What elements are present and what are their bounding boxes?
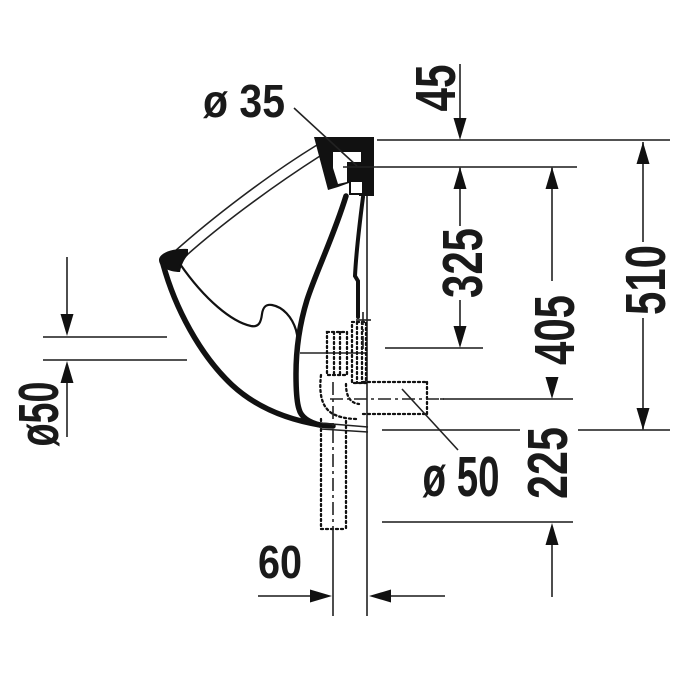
inlet-spigot-notch: [333, 152, 361, 184]
dim-label-45: 45: [404, 65, 468, 112]
dim-label-325: 325: [431, 228, 495, 298]
outlet-connector-ribbed: [325, 330, 349, 377]
dimension-labels: ø 35 45 325 405 510 225 ø50 ø 50 60: [7, 65, 675, 589]
dimension-lines: [43, 64, 670, 616]
dim-label-225: 225: [516, 427, 580, 499]
dim-label-405: 405: [523, 295, 587, 365]
arrowhead-225-up: [545, 523, 559, 545]
dim-label-trap-pipe-diameter: ø 50: [423, 445, 500, 509]
arrowhead-45-down: [453, 118, 467, 140]
dim-label-bowl-outlet-diameter: ø50: [7, 382, 71, 447]
leader-inlet-diameter: [293, 107, 358, 167]
rim-top-inner-line: [177, 155, 321, 264]
inlet-gasket: [349, 180, 364, 195]
tick-bowl-outlet: [43, 336, 187, 361]
outer-front-face: [160, 261, 336, 429]
arrowhead-510-down: [636, 408, 650, 430]
trap-elbow-outer: [319, 373, 360, 421]
arrowhead-60-right: [310, 589, 332, 603]
arrowhead-405-up: [545, 167, 559, 189]
arrowhead-405-down: [545, 377, 559, 399]
leader-trap-diameter: [401, 388, 459, 451]
arrowhead-o50-up: [60, 361, 74, 383]
trap-elbow-inner: [344, 382, 361, 406]
arrowhead-325-down: [453, 326, 467, 348]
bottom-edge-band: [319, 422, 369, 433]
back-interior-wall: [293, 193, 349, 428]
dim-label-60: 60: [258, 536, 302, 588]
arrowhead-325-up: [453, 167, 467, 189]
inner-bowl-surface: [179, 263, 300, 353]
urinal-body: [159, 137, 377, 444]
ceramic-back-edge: [352, 195, 365, 319]
outlet-connector-sleeve: [350, 320, 368, 385]
horizontal-outlet-pipe: [361, 380, 429, 416]
drain-assembly: [319, 312, 444, 535]
rim-top-outer-line: [173, 144, 318, 253]
dim-label-510: 510: [614, 245, 675, 315]
dim-label-inlet-diameter: ø 35: [203, 75, 285, 127]
arrowhead-60-left: [369, 589, 391, 603]
arrowhead-o50-down: [60, 314, 74, 336]
arrowhead-510-up: [636, 142, 650, 164]
